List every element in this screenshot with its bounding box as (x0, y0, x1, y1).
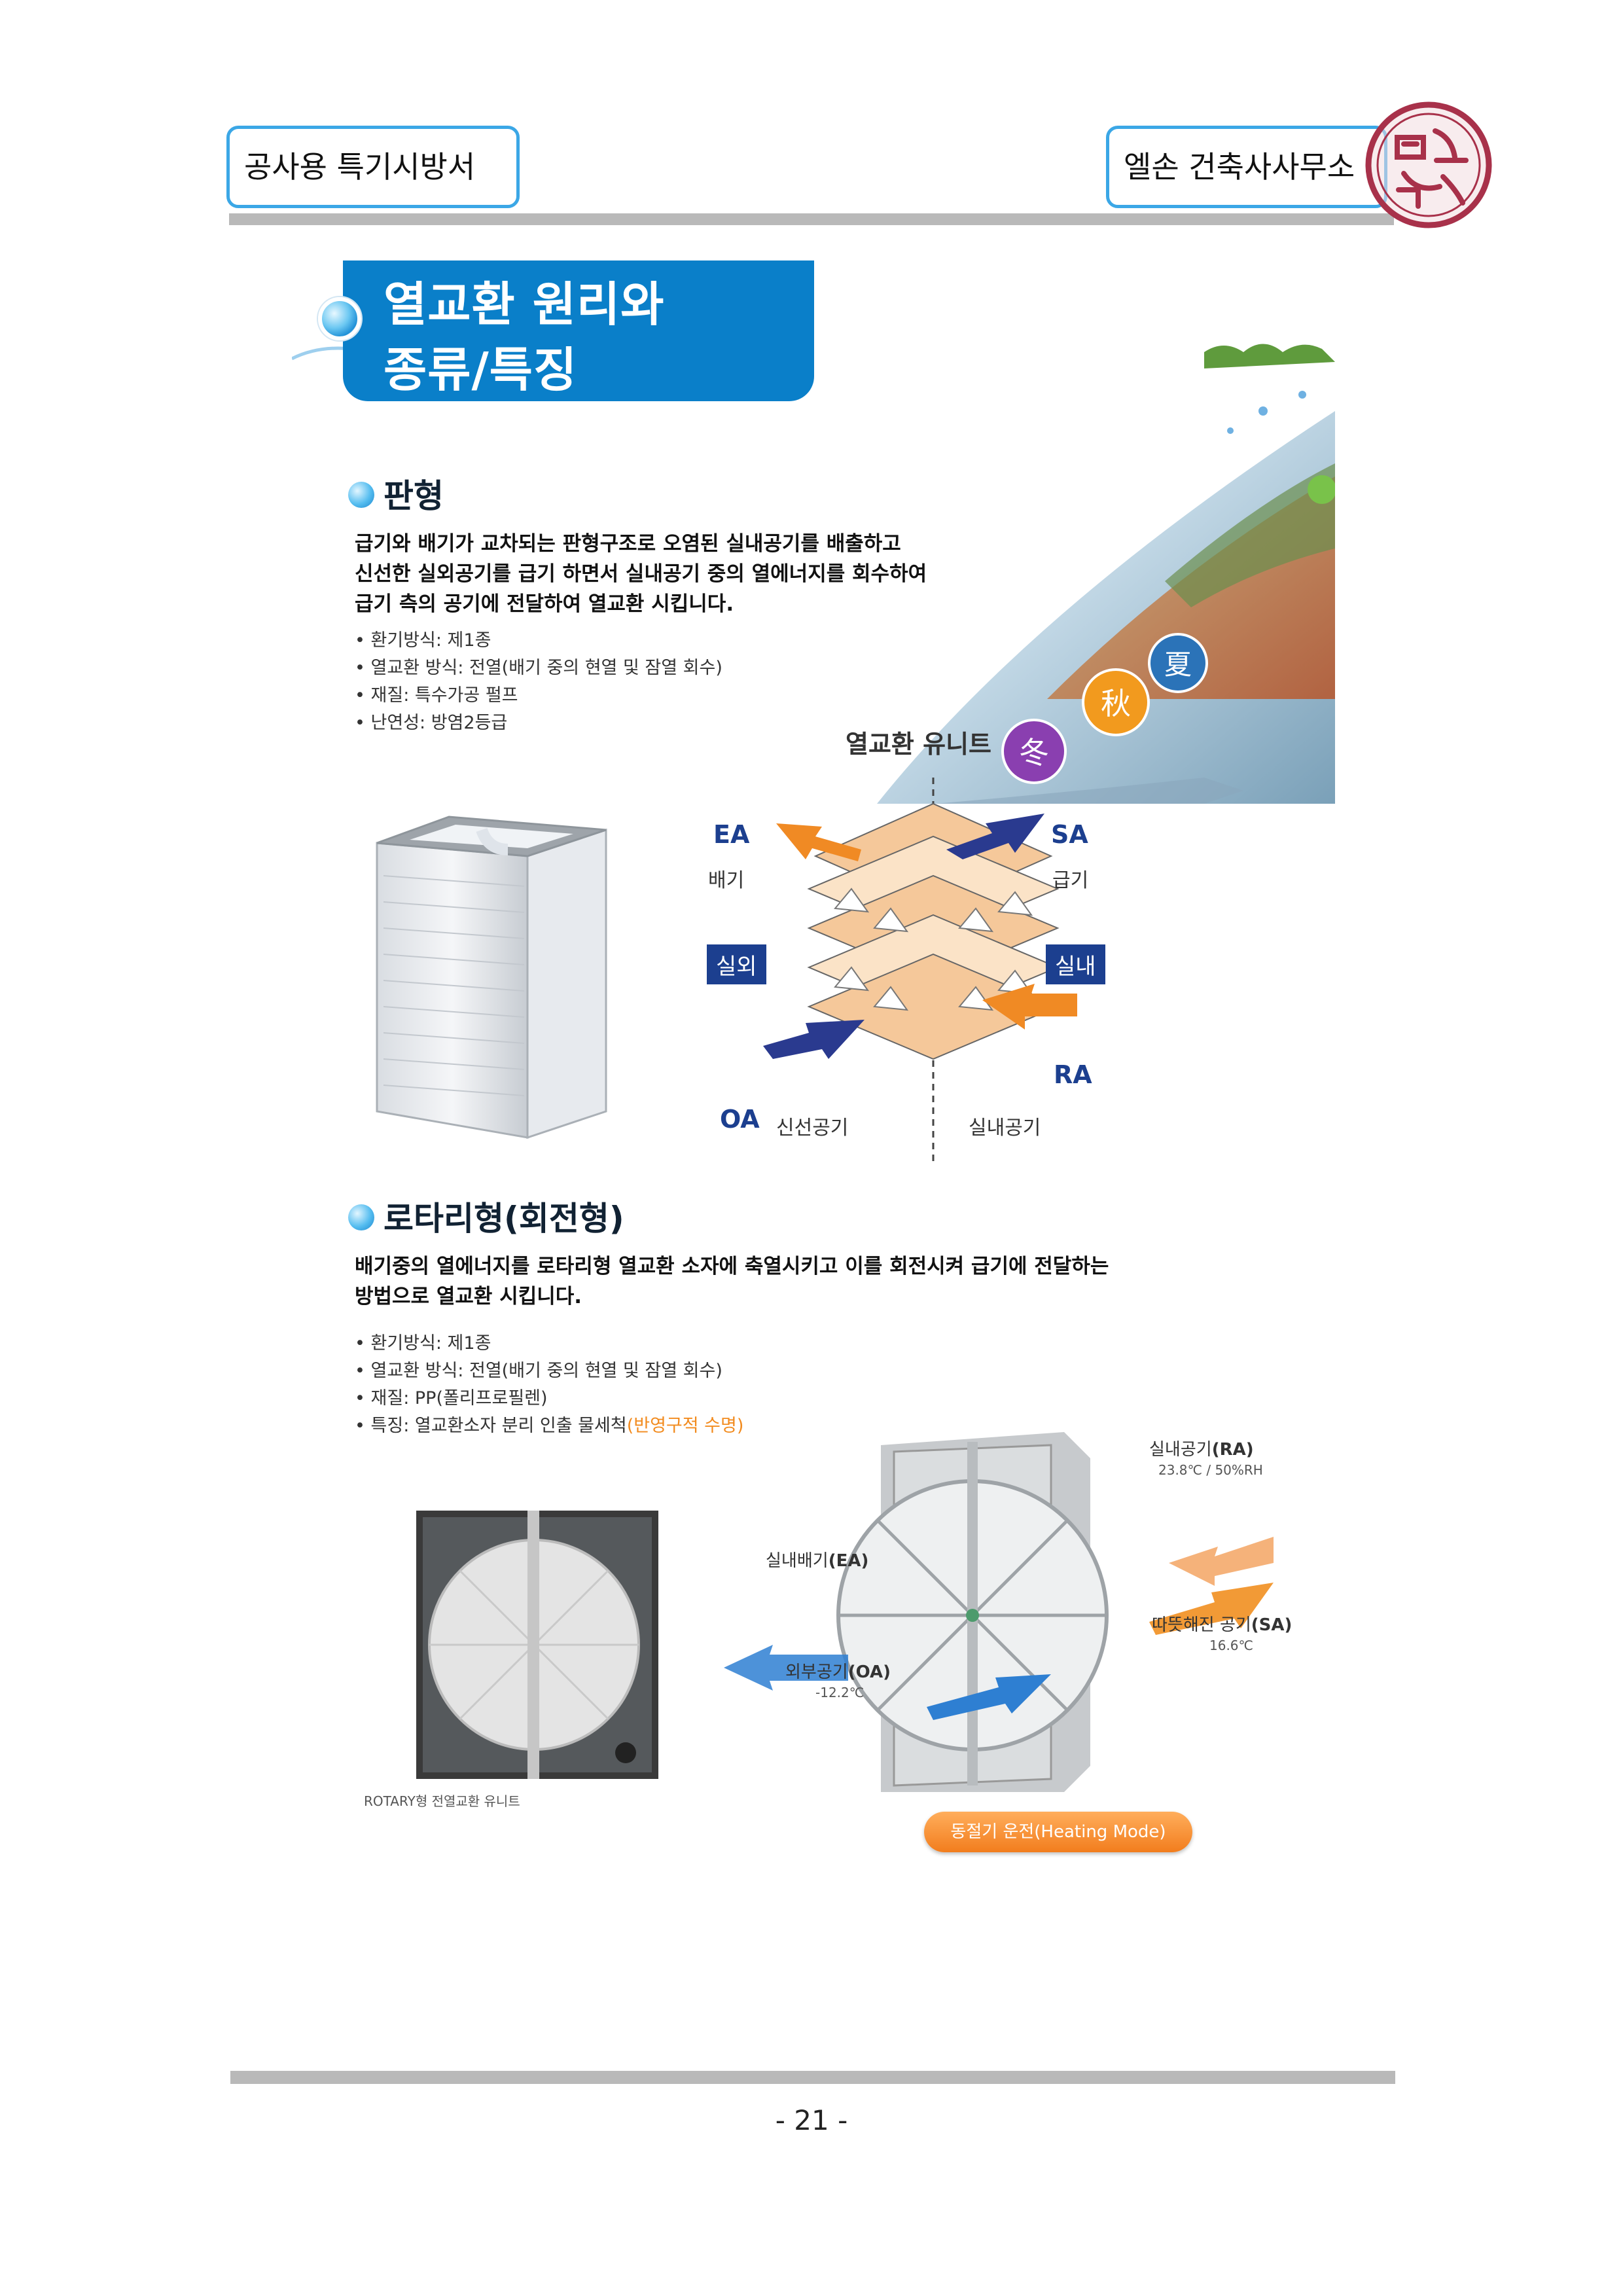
section-rotary-description: 배기중의 열에너지를 로타리형 열교환 소자에 축열시키고 이를 회전시켜 급기… (355, 1251, 1271, 1312)
sa-label: 급기 (1052, 869, 1089, 892)
rotary-oa-label: 외부공기(OA) (785, 1662, 891, 1682)
rotary-oa-value: -12.2℃ (815, 1685, 865, 1700)
title-bullet-icon (318, 297, 361, 340)
rotary-ra-label: 실내공기(RA) (1149, 1440, 1254, 1460)
oa-label: 신선공기 (776, 1117, 849, 1139)
description-line: 급기 측의 공기에 전달하여 열교환 시킵니다. (355, 592, 734, 616)
bullet-item: 특징: 열교환소자 분리 인출 물세척(반영구적 수명) (355, 1412, 744, 1440)
section-plate-heading: 판형 (383, 477, 444, 515)
bullet-item: 재질: PP(폴리프로필렌) (355, 1385, 743, 1412)
description-line: 방법으로 열교환 시킵니다. (355, 1285, 582, 1308)
diagram-unit-title: 열교환 유니트 (846, 730, 991, 759)
sa-code-label: SA (1051, 820, 1088, 849)
description-line: 급기와 배기가 교차되는 판형구조로 오염된 실내공기를 배출하고 (355, 532, 901, 556)
bullet-item: 환기방식: 제1종 (355, 627, 722, 655)
header-right-title: 엘손 건축사사무소 (1106, 126, 1387, 208)
oa-code-label: OA (720, 1105, 760, 1134)
outdoor-box-label: 실외 (707, 944, 766, 984)
plate-heat-exchanger-photo (376, 816, 607, 1139)
rotary-unit-photo (416, 1511, 658, 1779)
rotary-photo-caption: ROTARY형 전열교환 유니트 (364, 1793, 520, 1809)
ra-code-label: RA (1054, 1060, 1092, 1089)
ea-code-label: EA (713, 820, 750, 849)
feature-text: 특징: 열교환소자 분리 인출 물세척 (370, 1416, 627, 1436)
heating-mode-badge: 동절기 운전(Heating Mode) (924, 1812, 1192, 1852)
section-plate-description: 급기와 배기가 교차되는 판형구조로 오염된 실내공기를 배출하고 신선한 실외… (355, 529, 1075, 619)
section-plate-bullets: 환기방식: 제1종 열교환 방식: 전열(배기 중의 현열 및 잠열 회수) 재… (355, 627, 722, 737)
page-number: - 21 - (775, 2104, 848, 2136)
rotary-sa-value: 16.6℃ (1209, 1638, 1253, 1653)
description-line: 배기중의 열에너지를 로타리형 열교환 소자에 축열시키고 이를 회전시켜 급기… (355, 1255, 1109, 1278)
feature-highlight: (반영구적 수명) (626, 1416, 744, 1436)
plate-exchanger-diagram (763, 778, 1077, 1164)
section-bullet-icon (348, 1204, 374, 1230)
ea-label: 배기 (708, 869, 745, 892)
rotary-ra-value: 23.8℃ / 50%RH (1158, 1462, 1263, 1478)
section-rotary-heading: 로타리형(회전형) (383, 1200, 624, 1238)
company-seal-stamp (1365, 101, 1492, 228)
indoor-box-label: 실내 (1046, 944, 1105, 984)
page-title-line1: 열교환 원리와 (383, 277, 665, 332)
season-summer-glyph: 夏 (1164, 649, 1192, 681)
season-autumn-glyph: 秋 (1101, 686, 1131, 721)
section-bullet-icon (348, 482, 374, 508)
season-winter-glyph: 冬 (1019, 735, 1049, 770)
header-left-title: 공사용 특기시방서 (226, 126, 520, 208)
bullet-item: 재질: 특수가공 펄프 (355, 682, 722, 709)
bullet-item: 열교환 방식: 전열(배기 중의 현열 및 잠열 회수) (355, 655, 722, 682)
section-rotary-bullets: 환기방식: 제1종 열교환 방식: 전열(배기 중의 현열 및 잠열 회수) 재… (355, 1330, 744, 1440)
ra-label: 실내공기 (969, 1117, 1041, 1139)
rotary-sa-label: 따뜻해진 공기(SA) (1152, 1615, 1293, 1635)
bullet-item: 환기방식: 제1종 (355, 1330, 743, 1357)
footer-divider (230, 2071, 1395, 2084)
seasons-illustration: 冬 秋 夏 (877, 344, 1335, 804)
rotary-ea-label: 실내배기(EA) (766, 1551, 869, 1571)
header-divider (229, 213, 1394, 225)
bullet-item: 열교환 방식: 전열(배기 중의 현열 및 잠열 회수) (355, 1357, 743, 1385)
rotary-exchanger-diagram (724, 1432, 1274, 1792)
page-title-tab: 열교환 원리와 종류/특징 (343, 260, 814, 401)
description-line: 신선한 실외공기를 급기 하면서 실내공기 중의 열에너지를 회수하여 (355, 562, 927, 586)
brochure-panel: 冬 秋 夏 열교환 원리와 종류/특징 판형 급기와 배기가 교차되는 판형구조… (292, 260, 1335, 1871)
bullet-item: 난연성: 방염2등급 (355, 709, 722, 737)
page-title-line2: 종류/특징 (383, 342, 578, 397)
